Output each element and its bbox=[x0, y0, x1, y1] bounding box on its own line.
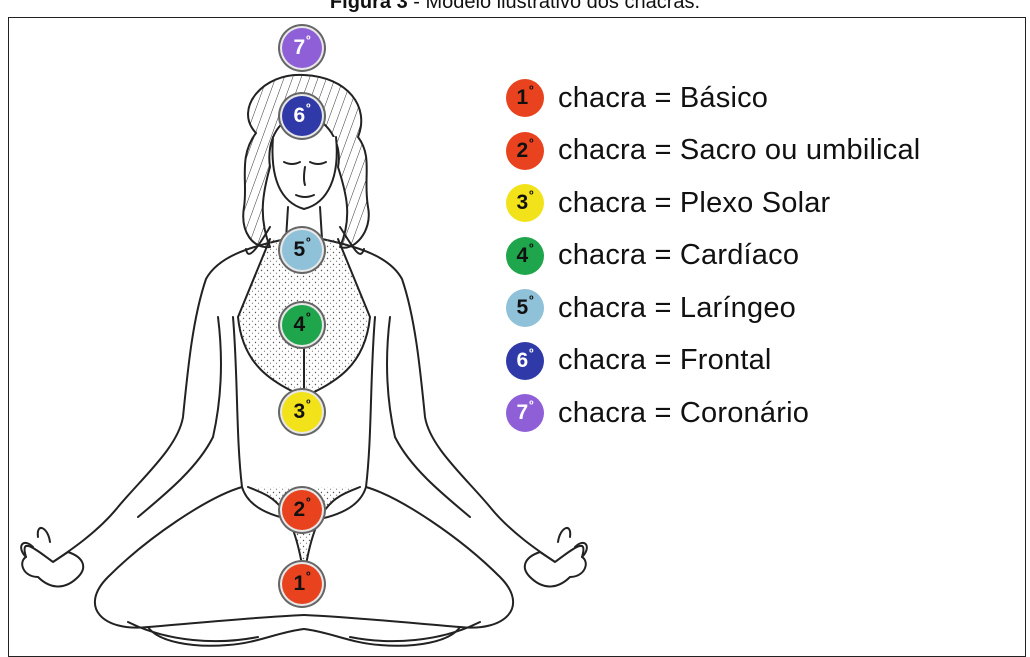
legend-label-4: chacra = Cardíaco bbox=[558, 239, 799, 272]
legend-badge-3-degree: º bbox=[529, 188, 533, 202]
caption-text: Modelo ilustrativo dos chacras. bbox=[426, 0, 701, 13]
body-chakra-3-degree: º bbox=[306, 397, 310, 411]
legend-badge-2-degree: º bbox=[529, 136, 533, 150]
body-chakra-1-number: 1 bbox=[293, 572, 305, 596]
body-chakra-5-degree: º bbox=[306, 235, 310, 249]
body-chakra-6-degree: º bbox=[306, 101, 310, 115]
legend-badge-7-degree: º bbox=[529, 398, 533, 412]
legend-badge-6-number: 6 bbox=[516, 349, 528, 373]
legend-badge-5-number: 5 bbox=[516, 296, 528, 320]
legend-badge-6-degree: º bbox=[529, 346, 533, 360]
legend-badge-7-number: 7 bbox=[516, 401, 528, 425]
legend-badge-2-number: 2 bbox=[516, 139, 528, 163]
body-chakra-1-degree: º bbox=[306, 569, 310, 583]
legend-badge-4-degree: º bbox=[529, 241, 533, 255]
body-chakra-3-number: 3 bbox=[293, 400, 305, 424]
body-chakra-2-degree: º bbox=[306, 495, 310, 509]
legend-label-2: chacra = Sacro ou umbilical bbox=[558, 134, 920, 167]
legend-badge-4-number: 4 bbox=[516, 244, 528, 268]
legend-label-3: chacra = Plexo Solar bbox=[558, 187, 830, 220]
legend-label-1: chacra = Básico bbox=[558, 82, 768, 115]
legend-badge-3-number: 3 bbox=[516, 191, 528, 215]
legend-label-7: chacra = Coronário bbox=[558, 397, 809, 430]
body-chakra-5-number: 5 bbox=[293, 238, 305, 262]
body-chakra-7-degree: º bbox=[306, 33, 310, 47]
figure-caption: Figura 3 - Modelo ilustrativo dos chacra… bbox=[0, 0, 1030, 13]
legend-label-6: chacra = Frontal bbox=[558, 344, 772, 377]
body-chakra-4-degree: º bbox=[306, 310, 310, 324]
body-chakra-6-number: 6 bbox=[293, 104, 305, 128]
legend-badge-1-degree: º bbox=[529, 83, 533, 97]
legend-label-5: chacra = Laríngeo bbox=[558, 292, 796, 325]
legend-badge-5-degree: º bbox=[529, 293, 533, 307]
body-chakra-2-number: 2 bbox=[293, 498, 305, 522]
caption-separator: - bbox=[408, 0, 426, 13]
legend-badge-1-number: 1 bbox=[516, 86, 528, 110]
body-chakra-7-number: 7 bbox=[293, 36, 305, 60]
body-chakra-4-number: 4 bbox=[293, 313, 305, 337]
caption-label: Figura 3 bbox=[330, 0, 408, 13]
